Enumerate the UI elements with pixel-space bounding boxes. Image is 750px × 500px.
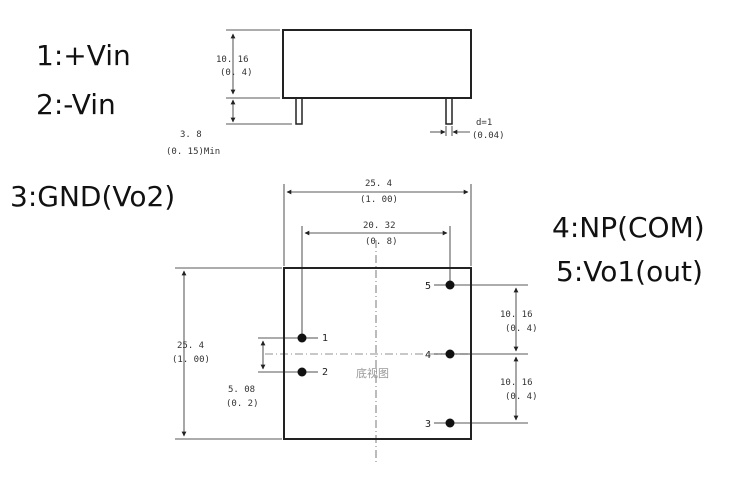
side-view-pin-right — [445, 97, 453, 125]
bottom-view-body — [283, 267, 472, 440]
side-height-mm: 10. 16 — [216, 55, 249, 65]
side-view — [226, 29, 472, 136]
pin-number-2: 2 — [322, 367, 328, 378]
pin-pitch-left-in: (0. 2) — [226, 399, 259, 409]
bottom-width-mm: 25. 4 — [365, 179, 392, 189]
bottom-height-mm: 25. 4 — [177, 341, 204, 351]
side-view-pin-left — [295, 97, 303, 125]
pin3-label: 3:GND(Vo2) — [10, 180, 176, 213]
pin1-label: 1:+Vin — [36, 39, 131, 72]
pin-4 — [445, 349, 455, 359]
pin-number-3: 3 — [425, 419, 431, 430]
pin-diameter-in: (0.04) — [472, 131, 505, 141]
pin-pitch-left-mm: 5. 08 — [228, 385, 255, 395]
bottom-height-in: (1. 00) — [172, 355, 210, 365]
pin2-label: 2:-Vin — [36, 88, 116, 121]
pitch-lower-mm: 10. 16 — [500, 378, 533, 388]
pin-3 — [445, 418, 455, 428]
pin5-label: 5:Vo1(out) — [556, 255, 703, 288]
pin-length-mm: 3. 8 — [180, 130, 202, 140]
pin-5 — [445, 280, 455, 290]
pin4-label: 4:NP(COM) — [552, 211, 705, 244]
pitch-lower-in: (0. 4) — [505, 392, 538, 402]
side-view-body — [282, 29, 472, 99]
pin-span-mm: 20. 32 — [363, 221, 396, 231]
bottom-view — [175, 184, 528, 462]
side-height-in: (0. 4) — [220, 68, 253, 78]
pin-number-4: 4 — [425, 350, 431, 361]
pin-number-5: 5 — [425, 281, 431, 292]
pin-length-in: (0. 15)Min — [166, 147, 220, 157]
pin-2 — [297, 367, 307, 377]
pitch-upper-mm: 10. 16 — [500, 310, 533, 320]
pin-span-in: (0. 8) — [365, 237, 398, 247]
pitch-upper-in: (0. 4) — [505, 324, 538, 334]
bottom-view-label: 底视图 — [356, 366, 389, 380]
pin-1 — [297, 333, 307, 343]
pin-diameter-mm: d=1 — [476, 118, 492, 128]
pin-number-1: 1 — [322, 333, 328, 344]
bottom-width-in: (1. 00) — [360, 195, 398, 205]
